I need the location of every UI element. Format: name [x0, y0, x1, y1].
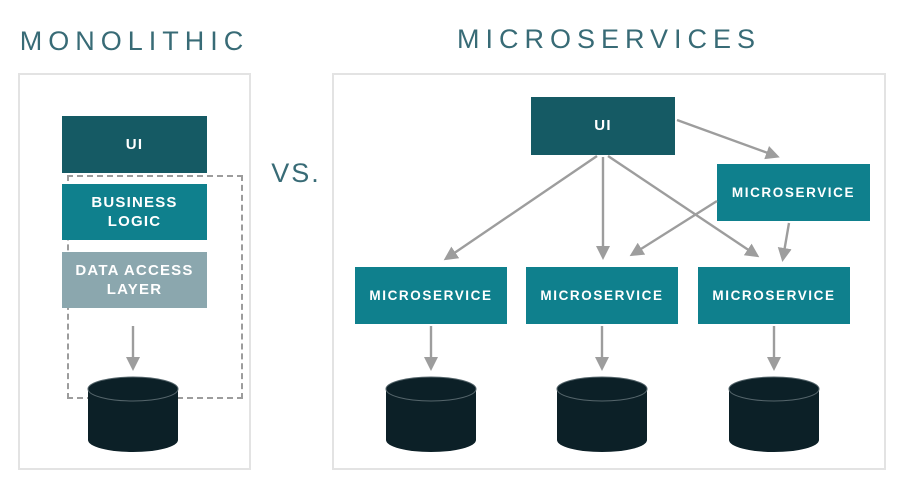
monolithic-title: MONOLITHIC [19, 26, 250, 56]
monolith-data-access-layer: DATA ACCESS LAYER [62, 252, 207, 308]
microservice-node-top-right: MICROSERVICE [717, 164, 870, 221]
monolith-business-logic-layer: BUSINESS LOGIC [62, 184, 207, 240]
monolith-ui-layer: UI [62, 116, 207, 173]
microservices-title: MICROSERVICES [456, 24, 762, 54]
microservice-node-middle: MICROSERVICE [526, 267, 678, 324]
microservices-ui-node: UI [531, 97, 675, 155]
microservice-node-right: MICROSERVICE [698, 267, 850, 324]
vs-label: VS. [271, 158, 321, 188]
microservice-node-left: MICROSERVICE [355, 267, 507, 324]
